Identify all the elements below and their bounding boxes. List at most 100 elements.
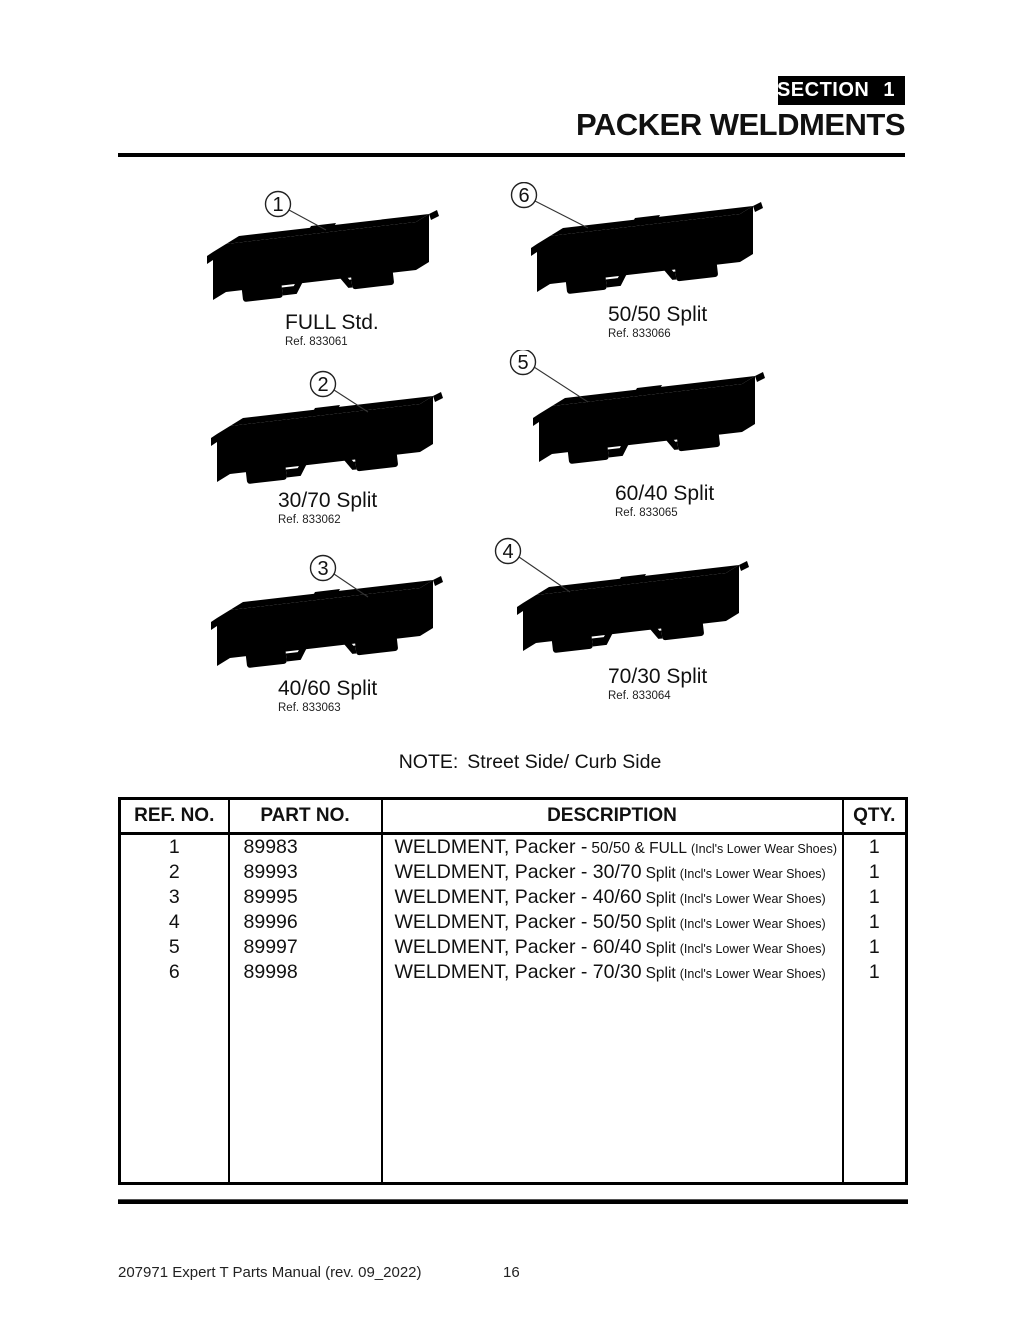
part-no-cell: 89993 — [227, 860, 383, 885]
callout-number: 4 — [502, 541, 513, 563]
description-variant: 50/50 & FULL — [591, 840, 688, 857]
ref-no-cell: 1 — [118, 833, 230, 860]
figure-30-70-split: 2 30/70 Split Ref. 833062 — [190, 368, 510, 526]
figure-label: 70/30 Split — [608, 665, 708, 688]
description-main: WELDMENT, Packer - 70/30 — [394, 961, 642, 983]
callout-circle — [510, 182, 538, 209]
description-note: (Incl's Lower Wear Shoes) — [679, 892, 826, 906]
callout-circle — [264, 190, 292, 218]
packer-weldment-art — [533, 372, 765, 465]
description-note: (Incl's Lower Wear Shoes) — [679, 967, 826, 981]
packer-weldment-art — [211, 576, 443, 669]
figure-caption: 70/30 Split Ref. 833064 — [608, 665, 810, 702]
callout-number: 3 — [317, 558, 328, 580]
bottom-rule — [118, 1199, 908, 1204]
description-variant: Split — [645, 940, 676, 957]
figure-label: 30/70 Split — [278, 489, 378, 512]
page-title: PACKER WELDMENTS — [576, 107, 905, 142]
empty-cell — [227, 985, 383, 1184]
packer-weldment-drawing: 2 — [211, 370, 443, 485]
footer-manual-title: 207971 Expert T Parts Manual (rev. 09_20… — [118, 1264, 422, 1281]
part-no-cell: 89995 — [227, 885, 383, 910]
empty-cell — [380, 985, 844, 1184]
figure-ref: Ref. 833065 — [615, 507, 678, 520]
leader-line — [534, 200, 589, 229]
section-number: 1 — [883, 79, 895, 101]
figure-ref: Ref. 833066 — [608, 328, 671, 341]
figure-60-40-split: 5 60/40 Split Ref. 833065 — [500, 350, 820, 519]
figure-full-std: 1 FULL Std. Ref. 833061 — [190, 190, 510, 348]
parts-table: REF. NO. PART NO. DESCRIPTION QTY. 1 899… — [118, 797, 908, 1185]
callout-circle — [309, 370, 337, 398]
packer-weldment-art — [207, 210, 439, 303]
note-label: NOTE: — [398, 751, 459, 773]
figure-ref: Ref. 833062 — [278, 514, 341, 527]
table-header-row: REF. NO. PART NO. DESCRIPTION QTY. — [118, 797, 908, 835]
figure-ref: Ref. 833063 — [278, 702, 341, 715]
figure-caption: 40/60 Split Ref. 833063 — [278, 677, 510, 715]
empty-cell — [118, 985, 230, 1184]
qty-cell: 1 — [841, 833, 908, 860]
figure-ref: Ref. 833061 — [285, 336, 348, 349]
table-empty-area — [118, 985, 908, 1184]
part-no-cell: 89996 — [227, 910, 383, 935]
callout-circle — [309, 554, 337, 582]
description-main: WELDMENT, Packer - — [394, 836, 588, 858]
description-variant: Split — [645, 915, 676, 932]
description-main: WELDMENT, Packer - 30/70 — [394, 861, 642, 883]
description-variant: Split — [645, 890, 676, 907]
section-label: SECTION — [776, 79, 870, 101]
qty-cell: 1 — [841, 860, 908, 885]
description-cell: WELDMENT, Packer -50/50 & FULL(Incl's Lo… — [380, 833, 844, 860]
ref-no-cell: 3 — [118, 885, 230, 910]
callout-number: 5 — [517, 352, 528, 374]
part-no-cell: 89983 — [227, 833, 383, 860]
description-note: (Incl's Lower Wear Shoes) — [691, 842, 837, 856]
packer-weldment-art — [211, 392, 443, 485]
leader-line — [333, 389, 369, 413]
leader-line — [333, 573, 369, 598]
header-part-no: PART NO. — [227, 797, 383, 835]
packer-weldment-art — [517, 561, 749, 654]
description-variant: Split — [645, 965, 676, 982]
ref-no-cell: 4 — [118, 910, 230, 935]
figure-50-50-split: 6 50/50 Split Ref. 833066 — [500, 182, 820, 340]
figure-70-30-split: 4 70/30 Split Ref. 833064 — [490, 535, 810, 702]
note-line: NOTE: Street Side/ Curb Side — [399, 751, 662, 774]
packer-weldment-drawing: 5 — [509, 350, 765, 465]
ref-no-cell: 5 — [118, 935, 230, 960]
figure-label: 50/50 Split — [608, 303, 708, 326]
packer-weldment-drawing: 6 — [510, 182, 763, 295]
callout-number: 1 — [272, 194, 283, 216]
ref-no-cell: 2 — [118, 860, 230, 885]
header-qty: QTY. — [841, 797, 908, 835]
leader-line — [533, 366, 589, 403]
callout-circle — [509, 350, 537, 376]
figure-40-60-split: 3 40/60 Split Ref. 833063 — [190, 548, 510, 714]
leader-line — [518, 556, 571, 593]
description-main: WELDMENT, Packer - 60/40 — [394, 936, 642, 958]
packer-weldment-art — [531, 202, 763, 295]
header-description: DESCRIPTION — [380, 797, 844, 835]
callout-circle — [494, 537, 522, 565]
empty-cell — [841, 985, 908, 1184]
part-no-cell: 89998 — [227, 960, 383, 985]
figure-caption: 30/70 Split Ref. 833062 — [278, 489, 510, 527]
note-text: Street Side/ Curb Side — [467, 751, 662, 773]
callout-number: 6 — [518, 185, 529, 207]
figure-label: 40/60 Split — [278, 677, 378, 700]
leader-line — [288, 209, 327, 231]
callout-number: 2 — [317, 374, 328, 396]
qty-cell: 1 — [841, 960, 908, 985]
description-variant: Split — [645, 865, 676, 882]
